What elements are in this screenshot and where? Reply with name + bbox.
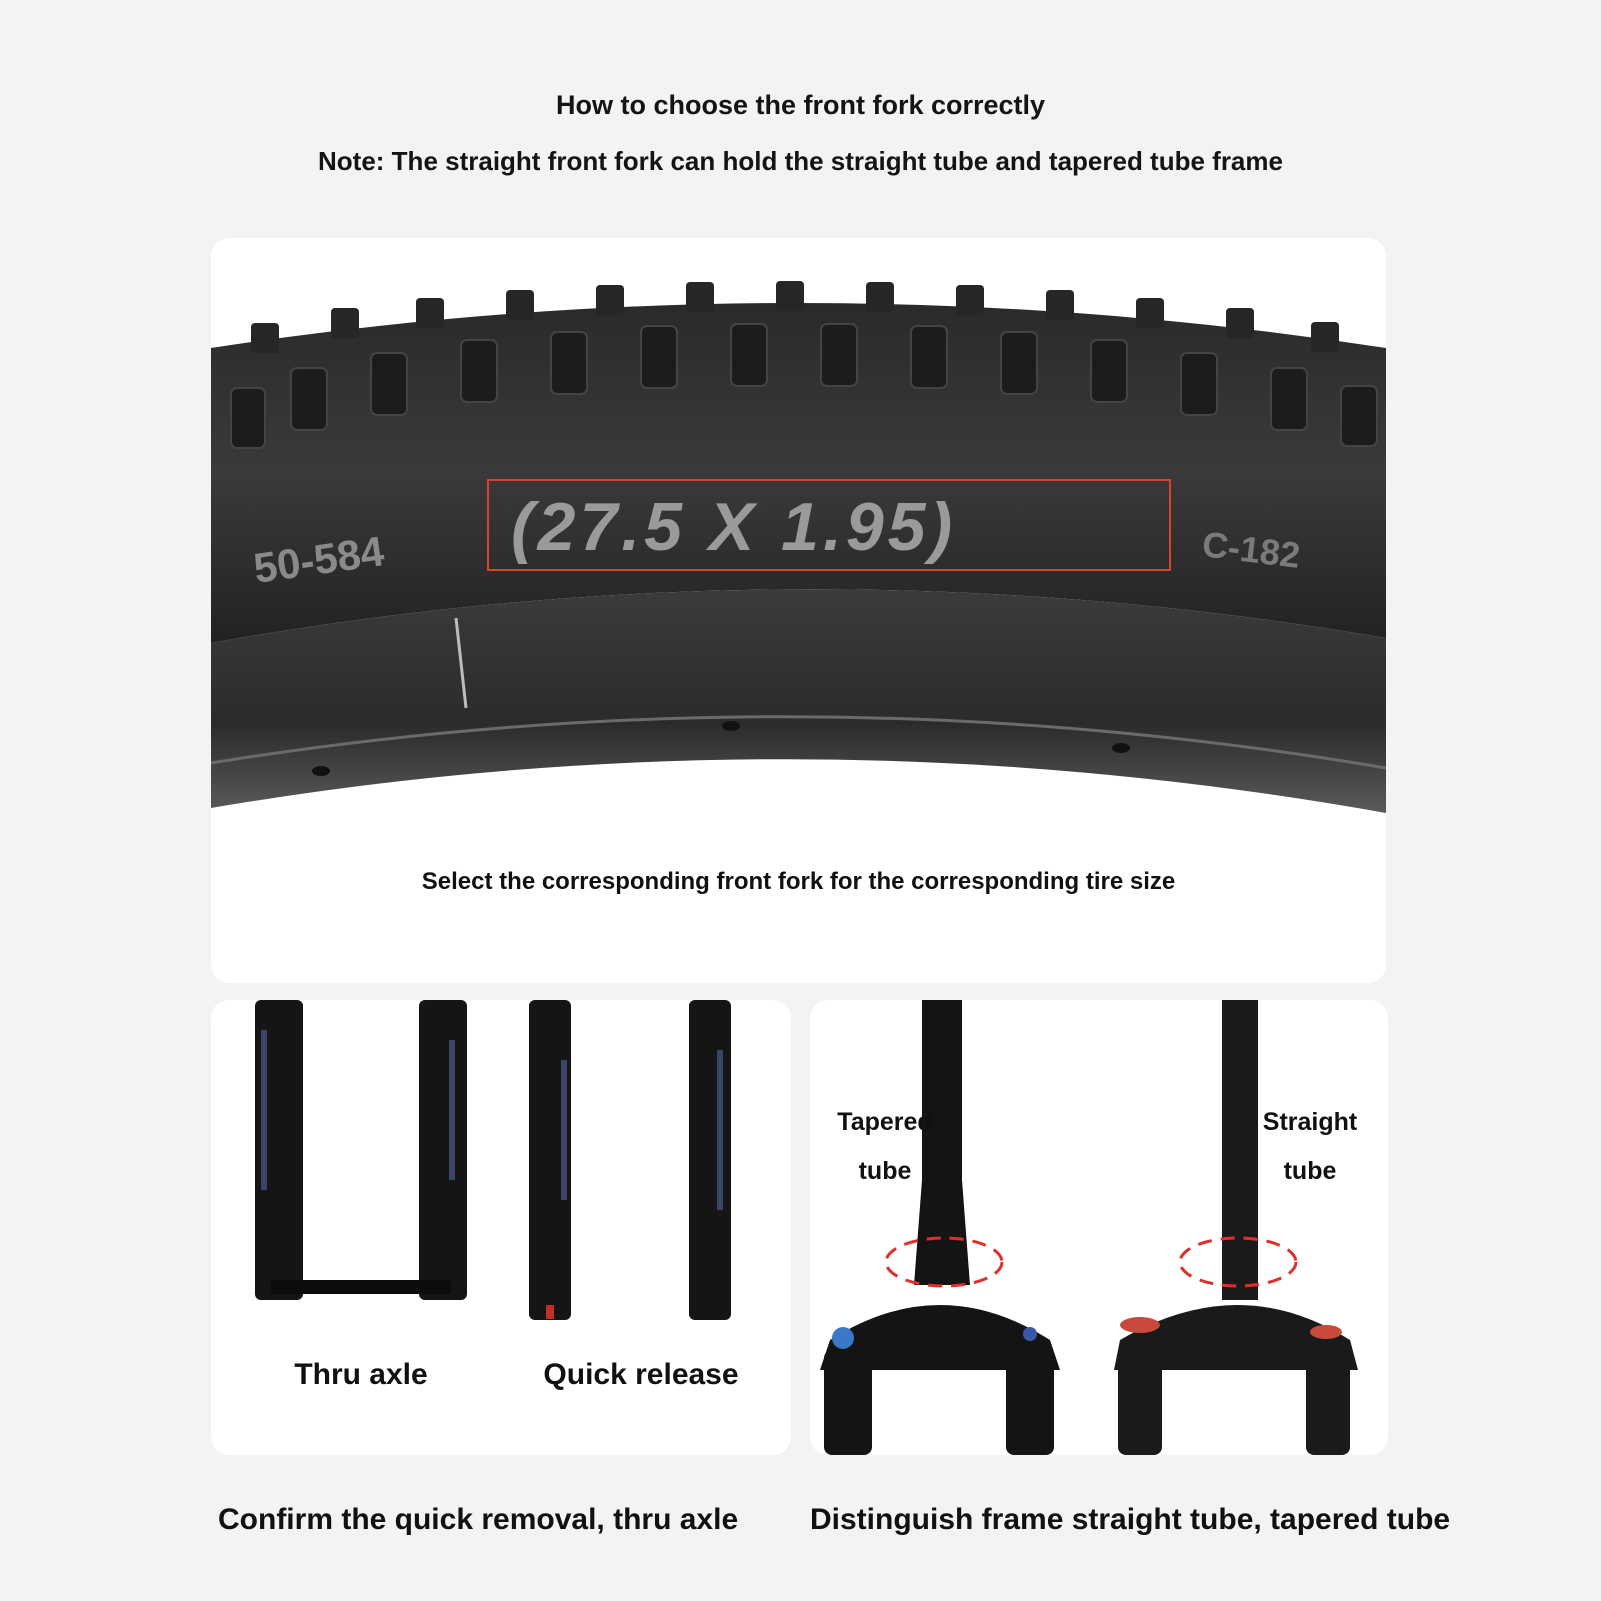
- tire-panel: 50-584 (27.5 X 1.95) C-182 Select the co…: [211, 238, 1386, 983]
- tube-caption: Distinguish frame straight tube, tapered…: [810, 1503, 1451, 1536]
- axle-caption: Confirm the quick removal, thru axle: [218, 1503, 739, 1536]
- tapered-tube-fork: [820, 1000, 1060, 1455]
- axle-illustration: [255, 1000, 731, 1320]
- quick-release-label: Quick release: [543, 1358, 739, 1391]
- thru-axle-label: Thru axle: [294, 1358, 428, 1391]
- tapered-highlight: [884, 1236, 1004, 1288]
- straight-highlight: [1178, 1236, 1298, 1288]
- tire-rim: [211, 589, 1386, 813]
- page-title: How to choose the front fork correctly: [555, 90, 1046, 120]
- page-note: Note: The straight front fork can hold t…: [318, 146, 1283, 176]
- straight-label-line1: Straight: [1262, 1108, 1358, 1136]
- size-marking: (27.5 X 1.95): [511, 489, 956, 565]
- size-highlight-box: [487, 479, 1171, 571]
- straight-tube-fork: [1114, 1000, 1358, 1455]
- tire-illustration: 50-584 (27.5 X 1.95) C-182: [211, 281, 1386, 813]
- tapered-label-line2: tube: [858, 1157, 912, 1185]
- quick-release-fork: [529, 1000, 731, 1320]
- tube-panel: Tapered tube Straight tube: [810, 1000, 1388, 1455]
- thru-axle-fork: [255, 1000, 467, 1300]
- tube-illustration: [820, 1000, 1358, 1455]
- straight-tube-label: Straight tube: [1240, 1098, 1380, 1196]
- tapered-tube-label: Tapered tube: [815, 1098, 955, 1196]
- straight-label-line2: tube: [1283, 1157, 1337, 1185]
- tread-knobs: [230, 323, 1378, 449]
- axle-panel: Thru axle Quick release: [211, 1000, 791, 1455]
- tapered-label-line1: Tapered: [837, 1108, 933, 1136]
- tire-caption: Select the corresponding front fork for …: [421, 868, 1176, 895]
